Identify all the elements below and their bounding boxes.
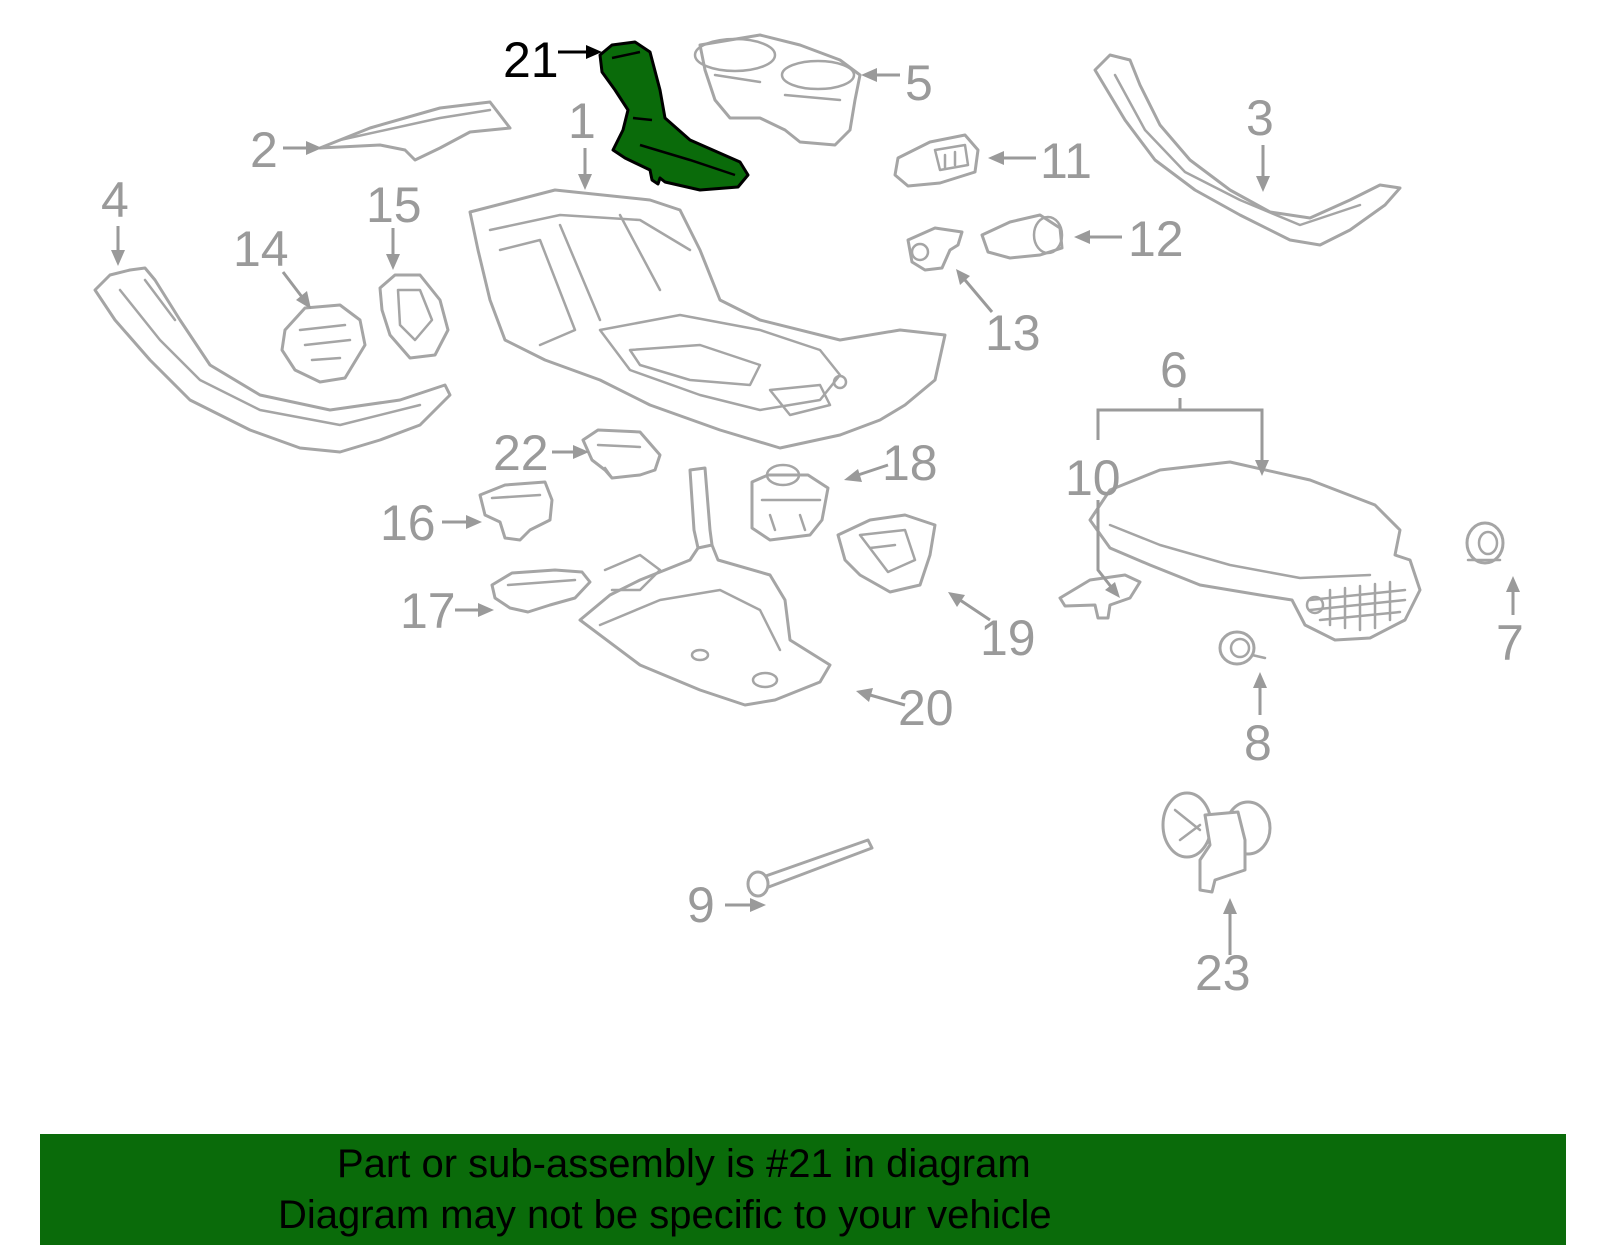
callout-9: 9 xyxy=(687,877,715,933)
callout-15: 15 xyxy=(366,177,422,233)
part-13-clip[interactable] xyxy=(906,226,964,272)
part-9-rod[interactable] xyxy=(746,838,874,898)
callout-23: 23 xyxy=(1195,945,1251,1001)
part-17-bezel[interactable] xyxy=(490,568,592,614)
callout-17: 17 xyxy=(400,583,456,639)
part-18-knob[interactable] xyxy=(750,463,830,542)
part-1-console-body[interactable] xyxy=(468,188,947,450)
part-16-bezel[interactable] xyxy=(478,480,554,542)
callout-2: 2 xyxy=(250,122,278,178)
part-11-connector[interactable] xyxy=(893,133,980,188)
part-19-bracket[interactable] xyxy=(836,513,937,594)
callout-20: 20 xyxy=(898,680,954,736)
callout-7: 7 xyxy=(1496,615,1524,671)
callout-3: 3 xyxy=(1246,90,1274,146)
part-6-armrest-assembly[interactable] xyxy=(1088,460,1422,642)
callout-22: 22 xyxy=(493,425,549,481)
part-15-bracket[interactable] xyxy=(378,273,450,360)
part-22-bracket[interactable] xyxy=(581,428,662,480)
part-21-shift-boot-highlighted[interactable] xyxy=(598,40,750,192)
part-20-shifter-base[interactable] xyxy=(578,466,832,707)
callout-5: 5 xyxy=(905,55,933,111)
part-4-left-trim-rail[interactable] xyxy=(93,266,452,454)
callout-14: 14 xyxy=(233,221,289,277)
callout-12: 12 xyxy=(1128,211,1184,267)
banner-line-part-number: Part or sub-assembly is #21 in diagram xyxy=(337,1142,1031,1186)
callout-10: 10 xyxy=(1065,450,1121,506)
part-12-socket[interactable] xyxy=(980,213,1064,260)
part-10-hinge[interactable] xyxy=(1058,573,1142,620)
callout-8: 8 xyxy=(1244,715,1272,771)
callout-4: 4 xyxy=(101,172,129,228)
callout-6: 6 xyxy=(1160,342,1188,398)
part-7-clip[interactable] xyxy=(1465,521,1505,565)
part-3-right-trim-rail[interactable] xyxy=(1093,53,1402,247)
part-5-cupholder-insert[interactable] xyxy=(693,33,862,147)
part-8-grommet[interactable] xyxy=(1218,630,1267,666)
part-14-switch[interactable] xyxy=(280,303,367,384)
part-2-trim-strip[interactable] xyxy=(318,100,512,162)
callout-13: 13 xyxy=(985,305,1041,361)
part-23-latch[interactable] xyxy=(1161,791,1272,894)
banner-line-disclaimer: Diagram may not be specific to your vehi… xyxy=(278,1193,1052,1237)
callout-11: 11 xyxy=(1040,133,1092,189)
callout-19: 19 xyxy=(980,610,1036,666)
callout-1: 1 xyxy=(568,93,596,149)
notice-banner: Part or sub-assembly is #21 in diagram D… xyxy=(40,1134,1566,1245)
callout-16: 16 xyxy=(380,495,436,551)
callout-21-highlighted: 21 xyxy=(503,32,559,88)
callout-18: 18 xyxy=(882,435,938,491)
